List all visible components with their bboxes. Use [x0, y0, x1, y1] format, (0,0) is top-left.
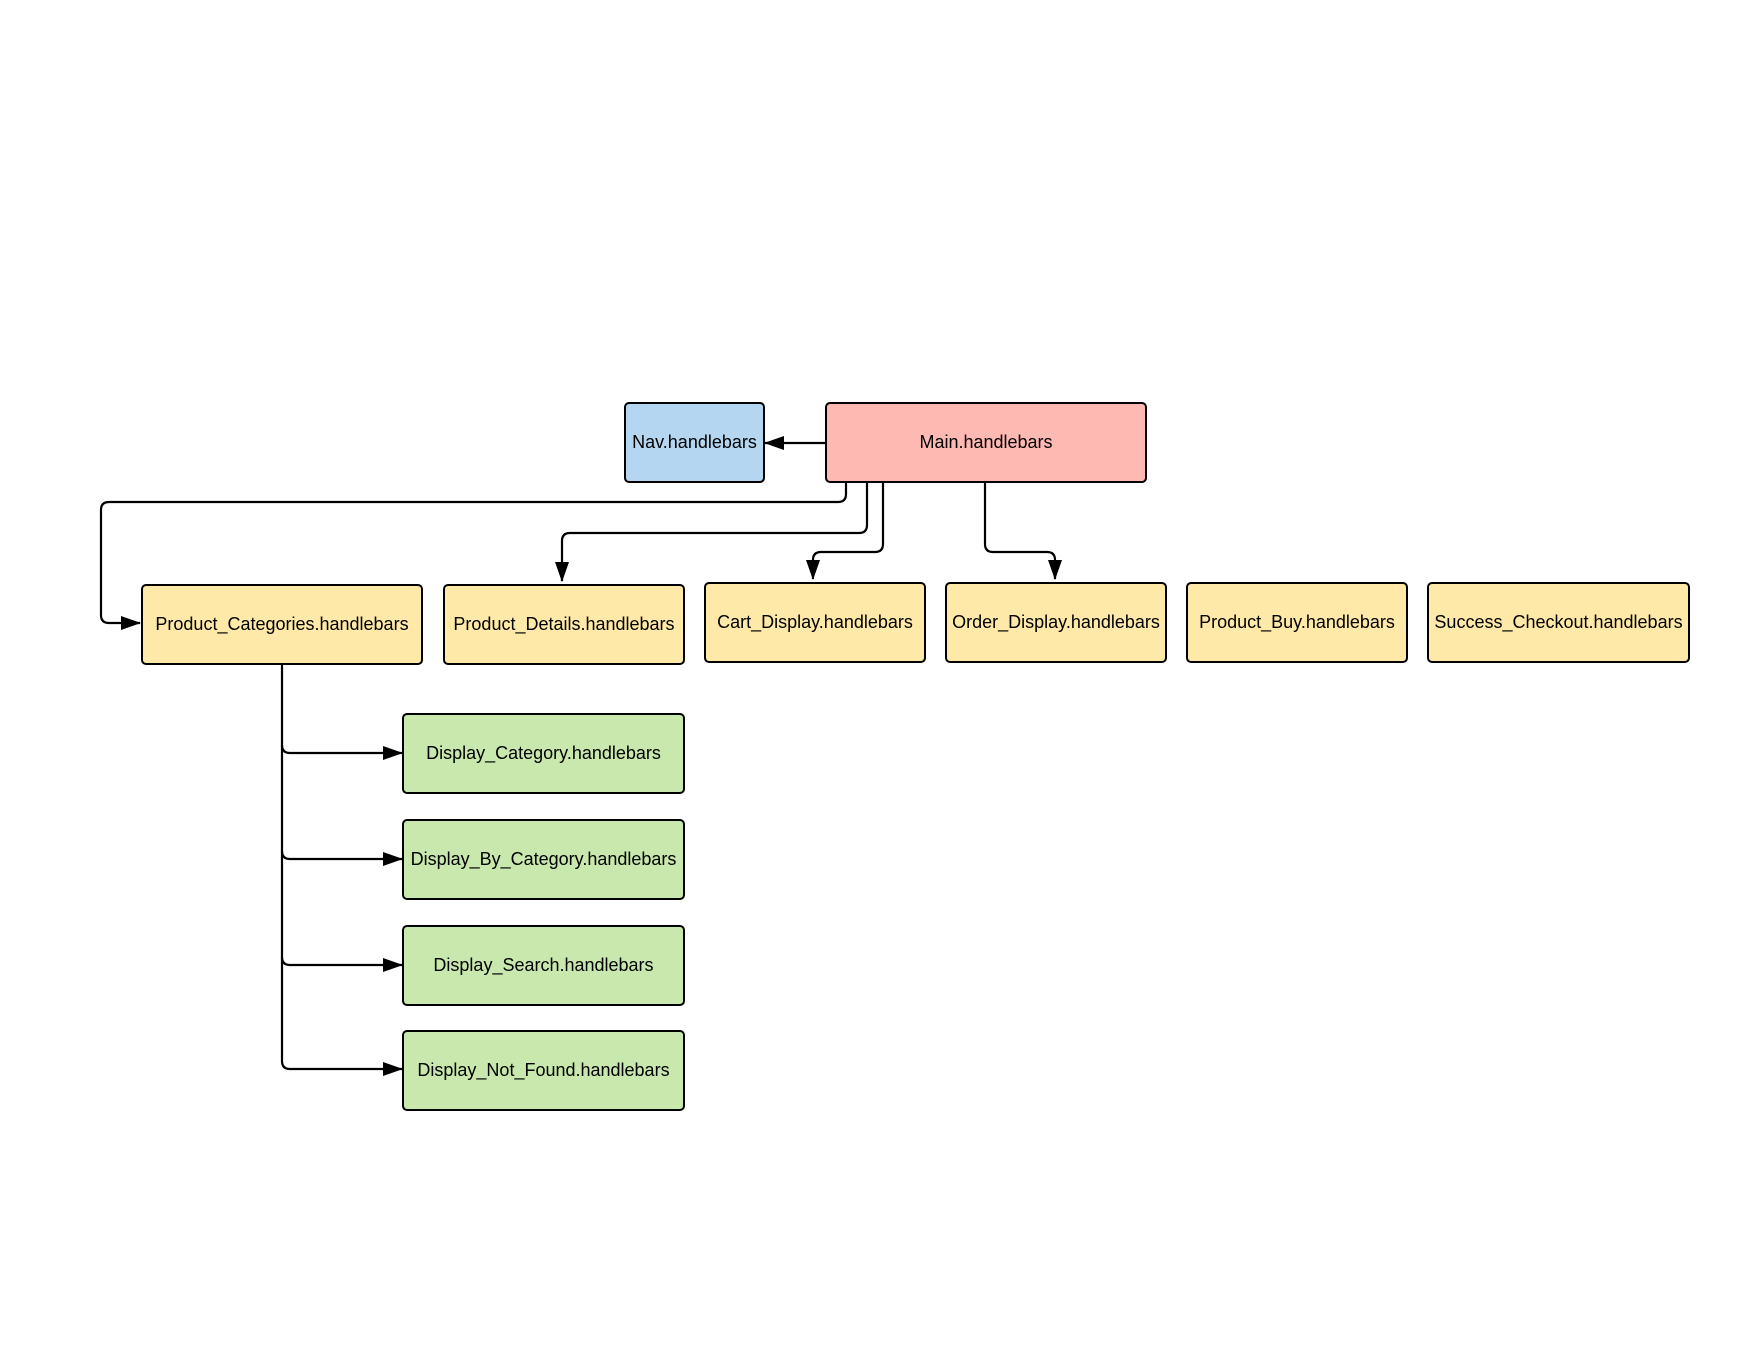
edge-to-display-category	[280, 744, 403, 760]
node-product-details[interactable]: Product_Details.handlebars	[443, 584, 685, 665]
node-cart-display-label: Cart_Display.handlebars	[717, 612, 913, 632]
node-main-label: Main.handlebars	[919, 432, 1053, 452]
node-display-search-label: Display_Search.handlebars	[433, 955, 654, 975]
edge-to-display-search	[280, 956, 403, 972]
node-display-category[interactable]: Display_Category.handlebars	[402, 713, 685, 794]
node-product-buy[interactable]: Product_Buy.handlebars	[1186, 582, 1408, 663]
edge-to-display-not-found	[280, 1060, 403, 1076]
node-order-display-label: Order_Display.handlebars	[952, 612, 1160, 632]
edge-main-to-cart-display	[806, 483, 885, 580]
edge-to-display-by-category	[280, 850, 403, 866]
node-product-details-label: Product_Details.handlebars	[453, 614, 675, 634]
node-display-by-category[interactable]: Display_By_Category.handlebars	[402, 819, 685, 900]
edge-main-to-product-categories	[99, 483, 848, 630]
node-nav-label: Nav.handlebars	[632, 432, 757, 452]
node-display-by-category-label: Display_By_Category.handlebars	[410, 849, 677, 869]
node-cart-display[interactable]: Cart_Display.handlebars	[704, 582, 926, 663]
node-product-categories-label: Product_Categories.handlebars	[155, 614, 409, 634]
edge-main-to-order-display	[983, 483, 1062, 580]
node-display-search[interactable]: Display_Search.handlebars	[402, 925, 685, 1006]
node-display-category-label: Display_Category.handlebars	[426, 743, 661, 763]
node-product-categories[interactable]: Product_Categories.handlebars	[141, 584, 423, 665]
node-order-display[interactable]: Order_Display.handlebars	[945, 582, 1167, 663]
node-product-buy-label: Product_Buy.handlebars	[1199, 612, 1395, 632]
node-display-not-found[interactable]: Display_Not_Found.handlebars	[402, 1030, 685, 1111]
edge-main-to-product-details	[555, 483, 869, 582]
node-success-checkout[interactable]: Success_Checkout.handlebars	[1427, 582, 1690, 663]
node-display-not-found-label: Display_Not_Found.handlebars	[417, 1060, 670, 1080]
node-main[interactable]: Main.handlebars	[825, 402, 1147, 483]
node-success-checkout-label: Success_Checkout.handlebars	[1434, 612, 1683, 632]
node-nav[interactable]: Nav.handlebars	[624, 402, 765, 483]
